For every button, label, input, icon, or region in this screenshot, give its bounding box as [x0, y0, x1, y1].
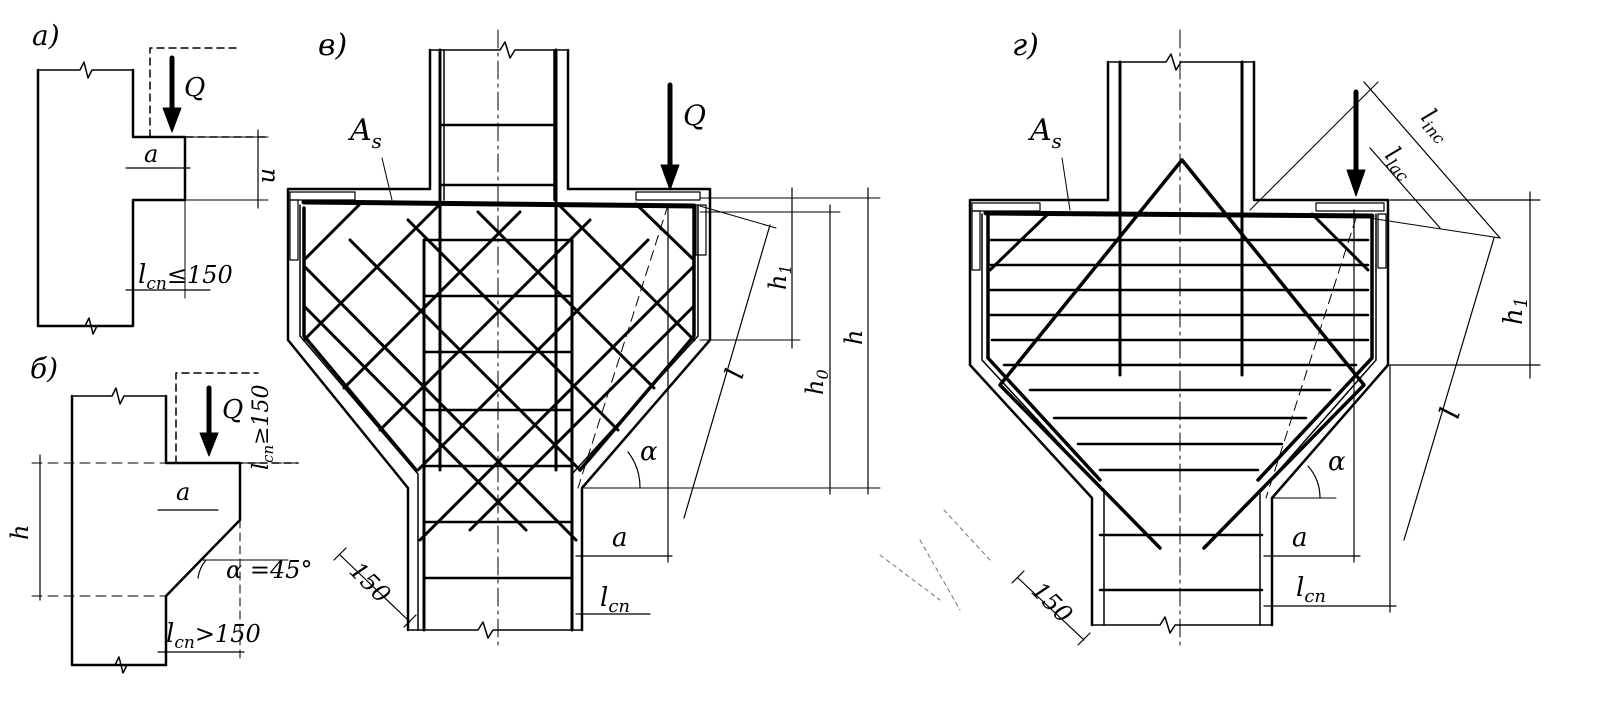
dim-h-v-label: h [840, 330, 868, 345]
angle-v-label: α [640, 437, 658, 467]
embedded-plate-g [971, 202, 1385, 212]
dim-h1-g-label: h1 [1499, 297, 1532, 325]
beam-dashed-a [149, 47, 271, 138]
break-line-top-g [1107, 53, 1255, 71]
dim-line-l-v [683, 224, 771, 519]
dim-h-b-label: h [6, 525, 34, 540]
angle-b-label: α =45° [226, 556, 312, 584]
dim-line-a-v [575, 205, 673, 621]
panel-b: б) Q lсп≥150 a h α =45° lсп>150 [6, 352, 312, 674]
load-arrowhead-b [199, 432, 219, 457]
angle-arc-b [197, 559, 207, 579]
corbel-g-outline [968, 60, 1390, 627]
main-rebar-as-g [983, 210, 1375, 219]
dim-a-b-label: a [176, 478, 190, 506]
dim-lines-h-v [791, 187, 869, 495]
dim-line-150-v [333, 547, 417, 628]
break-line-top-b [71, 387, 167, 405]
load-arrowhead-a [162, 107, 182, 133]
ext-lines-h-v [581, 197, 881, 489]
dim-150-g-label: 150 [1026, 576, 1078, 628]
dim-line-150-g [1011, 570, 1091, 646]
load-label-v: Q [683, 99, 706, 132]
dim-l-g-label: l [1433, 404, 1467, 422]
outer-inclined-rebar-g [986, 212, 1374, 482]
panel-a-label: а) [32, 19, 60, 52]
break-line-top-a [37, 61, 134, 79]
dim-lcn-g-label: lсп [1296, 573, 1326, 607]
dim-a-v-label: a [612, 523, 628, 553]
break-line-bottom-b [71, 656, 167, 674]
embedded-plate-v [289, 191, 701, 201]
as-label-v: As [347, 113, 382, 153]
side-dim-b-label: lсп≥150 [249, 384, 277, 470]
plate-anchors-v [289, 199, 707, 261]
as-leader-v [381, 157, 393, 201]
dim-line-a-g [1263, 209, 1361, 613]
panel-v: в) As Q h1 h0 h [286, 28, 881, 651]
stirrups-v [422, 123, 574, 580]
angle-arc-v [627, 451, 641, 489]
ext-lines-linc-g [1249, 81, 1501, 239]
panel-v-label: в) [318, 28, 347, 63]
triangle-rebars-g [998, 158, 1366, 550]
panel-a: а) Q a n lсп≤150 [32, 19, 284, 335]
dim-lcn-v-label: lсп [600, 583, 630, 617]
dim-line-lcn-g [1263, 364, 1397, 613]
panel-g: г) As linc llac h1 l [879, 28, 1541, 651]
column-rebars-g [1118, 60, 1244, 377]
dim-lcn-a-label: lсп≤150 [138, 260, 233, 294]
angle-g-label: α [1328, 447, 1346, 477]
dim-linc-g-label: linc [1413, 103, 1458, 148]
dim-line-h1-g [1389, 191, 1541, 379]
anchor-diagonals-g [988, 212, 1370, 272]
strut-line-v [577, 204, 669, 489]
plate-anchors-g [971, 210, 1387, 271]
dim-n-label: n [256, 168, 284, 183]
horizontal-rebars-g [986, 238, 1370, 472]
diagonal-rebars-v [302, 202, 696, 542]
as-label-g: As [1027, 113, 1062, 153]
load-arrowhead-v [660, 164, 680, 191]
break-line-bottom-g [1091, 616, 1273, 634]
dim-llac-g-label: llac [1377, 141, 1421, 185]
dim-h1-v-label: h1 [764, 264, 795, 290]
panel-b-label: б) [30, 352, 58, 385]
dim-a-g-label: a [1292, 523, 1308, 553]
dim-a-label: a [144, 140, 158, 168]
outer-inclined-rebar-v [302, 206, 696, 472]
dim-lines-linc-llac-g [1363, 81, 1501, 239]
main-rebar-as-v [301, 199, 697, 209]
ext-line-l-v [699, 205, 777, 229]
load-label-b: Q [222, 395, 243, 425]
dim-lcn-b-label: lсп>150 [166, 619, 261, 653]
break-line-top-v [429, 41, 569, 59]
angle-arc-g [1307, 465, 1321, 499]
as-leader-g [1061, 157, 1071, 211]
stirrups-g [1098, 533, 1264, 592]
corbel-v-outline [286, 48, 712, 632]
column-rebars-v [422, 48, 574, 632]
scan-artifact-marks [879, 509, 991, 611]
break-line-bottom-a [37, 317, 134, 335]
panel-g-label: г) [1012, 28, 1039, 63]
dim-h0-v-label: h0 [801, 369, 832, 395]
strut-line-g [1265, 217, 1357, 499]
load-label-a: Q [184, 73, 205, 103]
load-arrowhead-g [1346, 169, 1366, 197]
break-line-bottom-v [407, 621, 583, 639]
dim-line-l-g [1403, 237, 1495, 541]
